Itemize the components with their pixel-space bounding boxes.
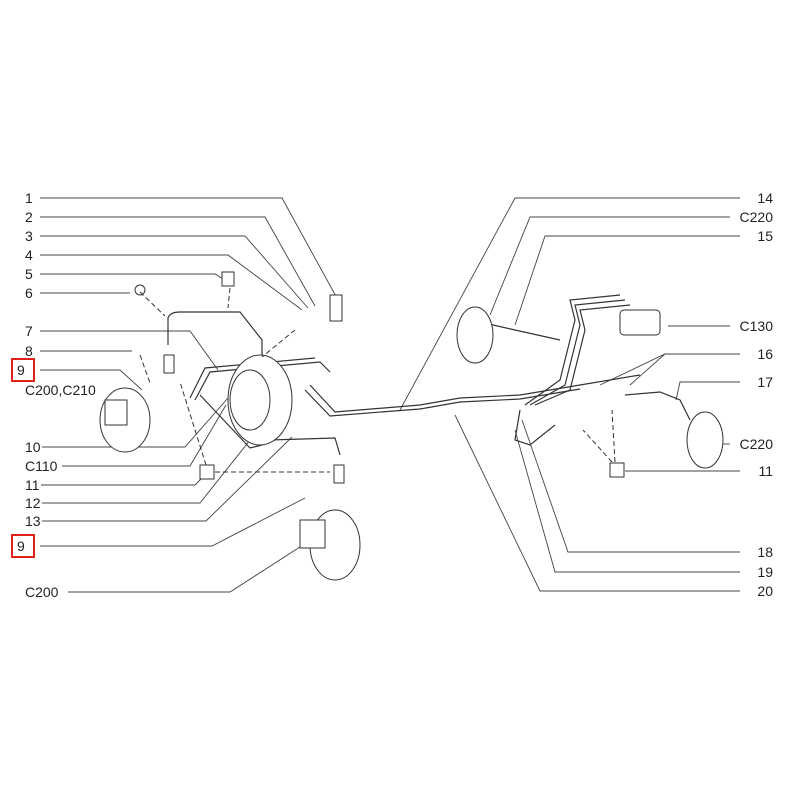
callout-15: 15 (756, 228, 774, 244)
clip-11-left (199, 464, 215, 480)
callout-13: 13 (24, 513, 42, 529)
callout-8: 8 (24, 343, 34, 359)
dashed-arrows (139, 287, 616, 473)
callout-14: 14 (756, 190, 774, 206)
callout-c130: C130 (738, 318, 774, 334)
callout-18: 18 (756, 544, 774, 560)
callout-c220-2: C220 (738, 436, 774, 452)
callout-9-highlighted-2: 9 (11, 534, 35, 558)
callout-20: 20 (756, 583, 774, 599)
rear-right-drum (686, 411, 724, 469)
callout-c110: C110 (24, 458, 59, 474)
callout-11-right: 11 (757, 463, 774, 479)
callout-17: 17 (756, 374, 774, 390)
bracket-1 (329, 294, 343, 322)
callout-c200: C200 (24, 584, 60, 600)
hose-fitting (163, 354, 175, 374)
callout-4: 4 (24, 247, 34, 263)
clip-11-right (609, 462, 625, 478)
callout-6: 6 (24, 285, 34, 301)
callout-9-highlighted: 9 (11, 358, 35, 382)
callout-10: 10 (24, 439, 42, 455)
rear-left-drum (456, 306, 494, 364)
callout-19: 19 (756, 564, 774, 580)
callout-1: 1 (24, 190, 34, 206)
callout-12: 12 (24, 495, 42, 511)
callout-c220: C220 (738, 209, 774, 225)
components (99, 271, 724, 581)
callout-11: 11 (24, 477, 41, 493)
callout-3: 3 (24, 228, 34, 244)
callout-7: 7 (24, 323, 34, 339)
grommet-6 (134, 284, 146, 296)
hose-fitting-right (333, 464, 345, 484)
callout-16: 16 (756, 346, 774, 362)
callout-c200-c210: C200,C210 (24, 382, 97, 398)
pressure-regulator (619, 309, 661, 336)
callout-2: 2 (24, 209, 34, 225)
bracket-5 (221, 271, 235, 287)
callout-5: 5 (24, 266, 34, 282)
leader-lines (40, 197, 740, 593)
